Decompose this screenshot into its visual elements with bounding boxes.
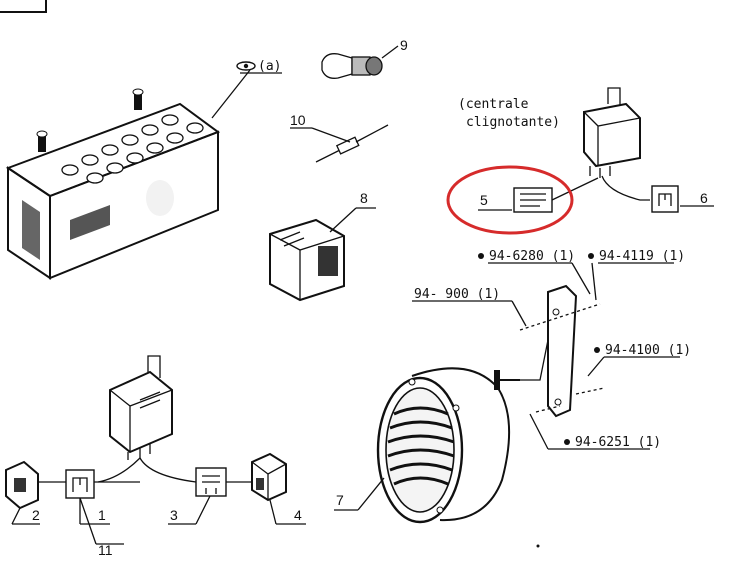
flasher-caption-2: clignotante) — [466, 115, 560, 130]
callout-3: 3 — [170, 507, 178, 523]
horn-bracket — [520, 284, 578, 418]
part-ref-4: 94-4100 (1) — [587, 343, 691, 377]
connector-1 — [65, 469, 95, 499]
frame-corner — [0, 0, 47, 13]
svg-text:94-4100 (1): 94-4100 (1) — [605, 343, 691, 358]
part-ref-3: 94- 900 (1) — [412, 287, 527, 327]
connector-6 — [651, 185, 679, 213]
svg-text:94-4119 (1): 94-4119 (1) — [599, 249, 685, 264]
connector-2 — [5, 460, 39, 510]
callout-2: 2 — [32, 507, 40, 523]
bulb-part — [321, 53, 383, 79]
highlight-ring — [446, 165, 574, 235]
flasher-caption-1: (centrale — [458, 97, 529, 112]
callout-1: 1 — [98, 507, 106, 523]
callout-8: 8 — [360, 190, 368, 206]
connector-3 — [195, 467, 227, 497]
svg-text:94-6280 (1): 94-6280 (1) — [489, 249, 575, 264]
callout-5: 5 — [480, 192, 488, 208]
callout-9: 9 — [400, 37, 408, 53]
svg-text:94-6251 (1): 94-6251 (1) — [575, 435, 661, 450]
horn-part — [376, 367, 511, 524]
part-ref-5: 94-6251 (1) — [529, 413, 661, 450]
fuse-part — [315, 124, 389, 163]
callout-11: 11 — [98, 542, 113, 558]
relay-part-lower — [109, 355, 173, 460]
part-5-component — [513, 187, 553, 213]
svg-text:94- 900 (1): 94- 900 (1) — [414, 287, 500, 302]
eye-icon — [236, 61, 256, 71]
callout-7: 7 — [336, 492, 344, 508]
callout-4: 4 — [294, 507, 302, 523]
battery-label: (a) — [258, 59, 281, 74]
module-part — [269, 218, 345, 302]
screw-part — [494, 370, 520, 390]
callout-6: 6 — [700, 190, 708, 206]
flasher-relay-part — [583, 87, 641, 178]
part-ref-2: 94-4119 (1) — [588, 249, 685, 264]
part-ref-1: 94-6280 (1) — [478, 249, 575, 264]
connector-4 — [251, 452, 287, 502]
battery — [5, 88, 221, 280]
callout-10: 10 — [290, 112, 306, 128]
